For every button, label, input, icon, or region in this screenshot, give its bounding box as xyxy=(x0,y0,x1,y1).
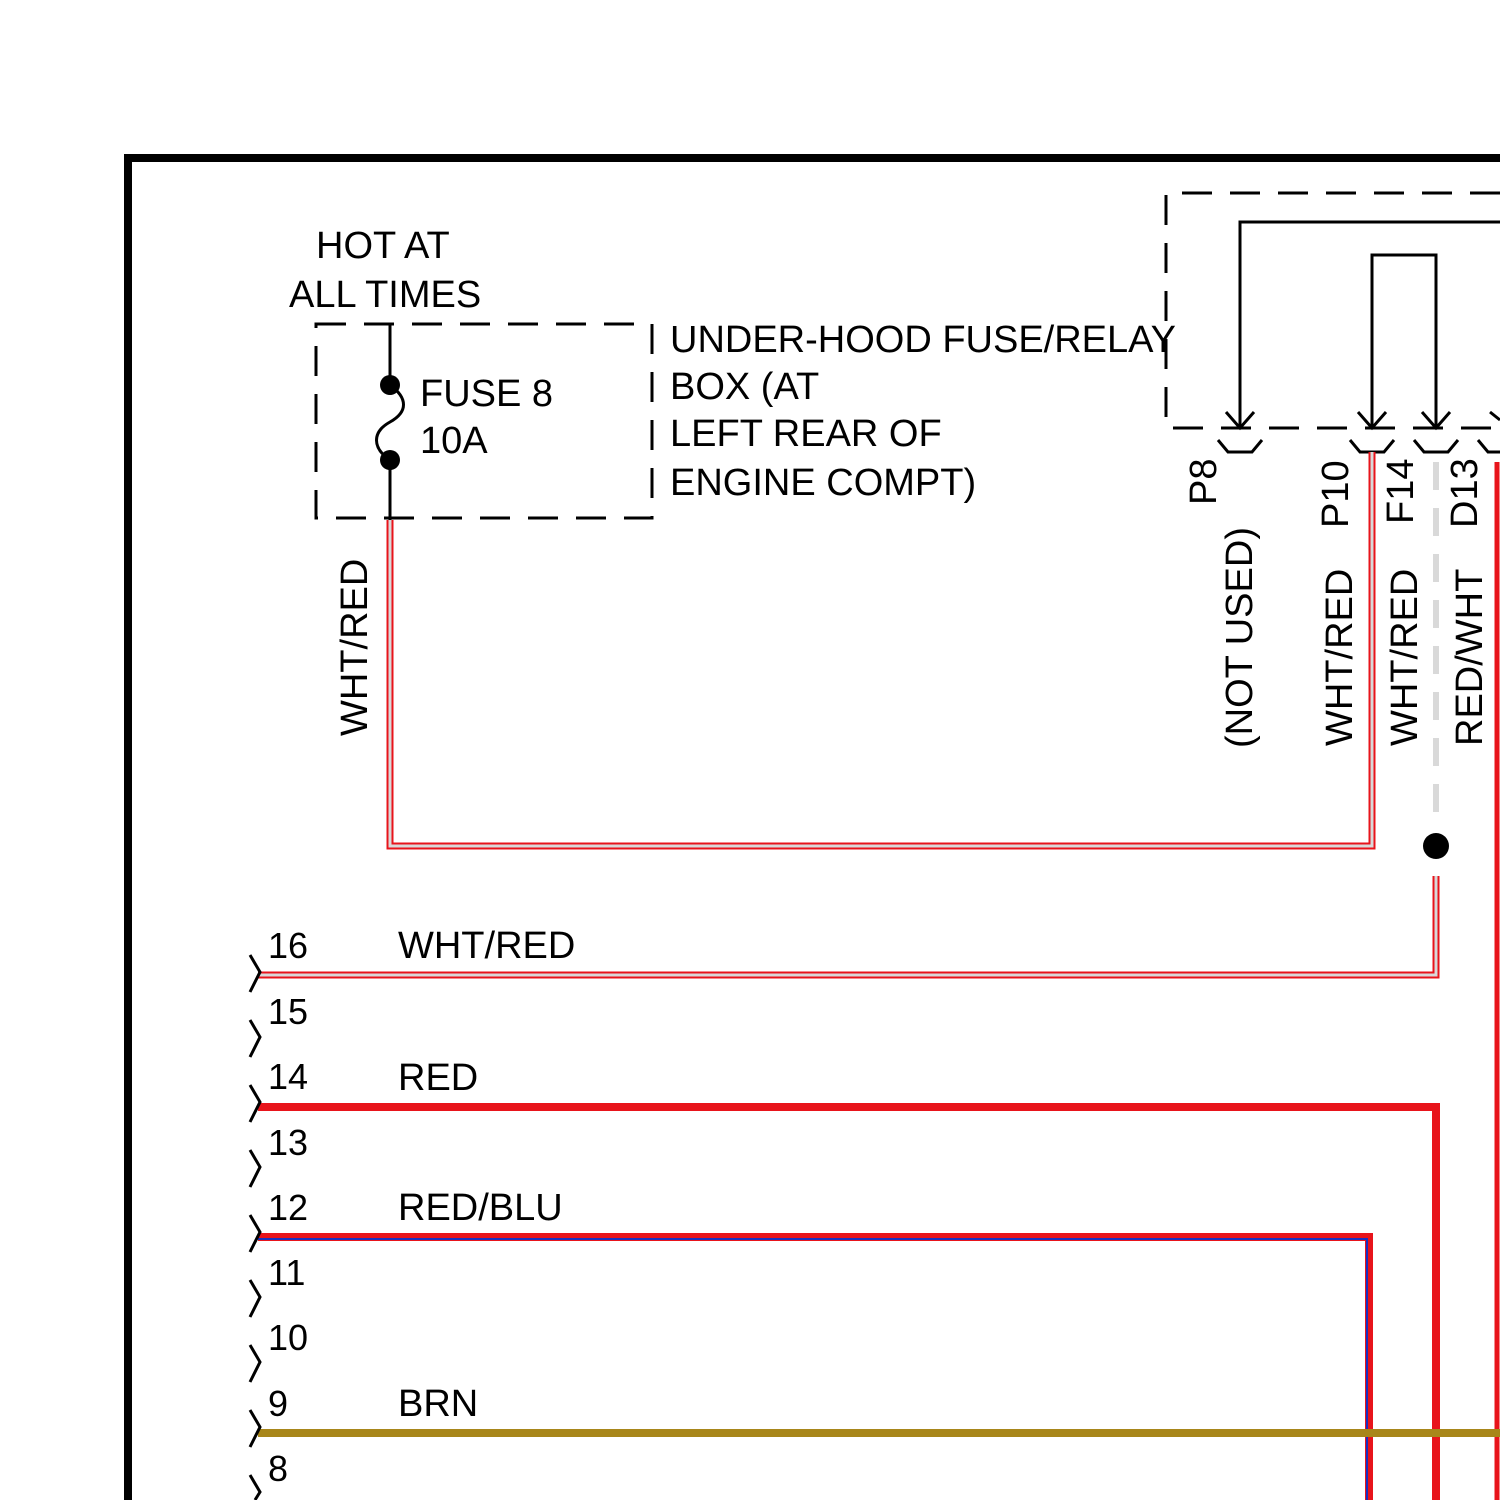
terminal-arrows xyxy=(1218,412,1500,452)
connector-brackets xyxy=(250,955,260,1500)
terminal-f14-id: F14 xyxy=(1380,459,1422,524)
pin-12-number: 12 xyxy=(268,1187,308,1228)
pin-9-wire-label: BRN xyxy=(398,1383,478,1425)
pin-8-number: 8 xyxy=(268,1448,288,1489)
fuse-8-symbol xyxy=(377,324,404,520)
terminal-p8-wire: (NOT USED) xyxy=(1219,527,1261,748)
internal-bus-p10-f14 xyxy=(1372,255,1436,428)
wire-red-pin14 xyxy=(258,1107,1436,1500)
source-label-line2: ALL TIMES xyxy=(289,274,481,316)
fuse-box-label-line1: UNDER-HOOD FUSE/RELAY xyxy=(670,319,1176,361)
terminal-d13-id: D13 xyxy=(1444,458,1486,528)
splice-point xyxy=(1423,833,1449,859)
fuse-box-label-line4: ENGINE COMPT) xyxy=(670,462,976,504)
relay-box-outline xyxy=(1166,193,1500,428)
fuse-box-label-line2: BOX (AT xyxy=(670,366,819,408)
pin-9-number: 9 xyxy=(268,1383,288,1424)
pin-15-number: 15 xyxy=(268,991,308,1032)
pin-14-number: 14 xyxy=(268,1056,308,1097)
pin-16-wire-label: WHT/RED xyxy=(398,925,575,967)
fuse-rating: 10A xyxy=(420,420,488,462)
pin-14-wire-label: RED xyxy=(398,1057,478,1099)
pin-12-wire-label: RED/BLU xyxy=(398,1187,563,1229)
terminal-p10-id: P10 xyxy=(1315,460,1357,528)
terminal-p10-wire: WHT/RED xyxy=(1319,569,1361,746)
pin-10-number: 10 xyxy=(268,1317,308,1358)
terminal-d13-wire: RED/WHT xyxy=(1449,569,1491,746)
fuse-box-label-line3: LEFT REAR OF xyxy=(670,413,942,455)
internal-bus-p8 xyxy=(1240,222,1500,428)
fuse-wire-color-label: WHT/RED xyxy=(334,559,376,736)
wire-red-blu-pin12 xyxy=(258,1237,1369,1500)
pin-11-number: 11 xyxy=(268,1252,305,1293)
pin-16-number: 16 xyxy=(268,925,308,966)
terminal-f14-wire: WHT/RED xyxy=(1384,569,1426,746)
terminal-p8-id: P8 xyxy=(1183,459,1225,505)
pin-13-number: 13 xyxy=(268,1122,308,1163)
source-label-line1: HOT AT xyxy=(316,225,450,267)
fuse-name: FUSE 8 xyxy=(420,373,553,415)
